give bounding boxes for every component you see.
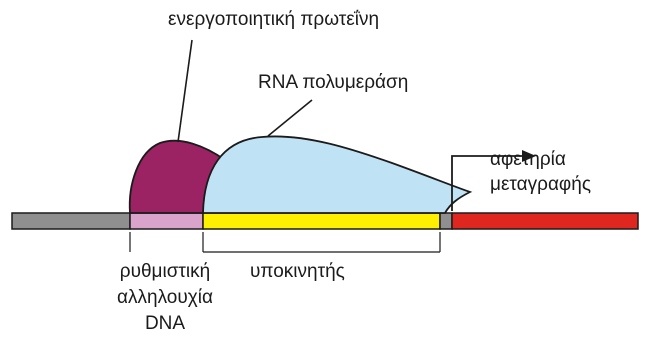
regulatory-sequence-segment [130, 213, 203, 229]
promoter-label: υποκινητής [250, 260, 345, 283]
regulatory-sequence-label-line2: αλληλουχία [100, 286, 230, 309]
regulatory-bracket [130, 232, 203, 252]
regulatory-sequence-label-line3: DNA [100, 312, 230, 335]
activator-protein-label: ενεργοποιητική πρωτεΐνη [168, 8, 379, 31]
promoter-end-gray [440, 213, 452, 229]
dna-left-segment [12, 213, 130, 229]
regulatory-sequence-label-line1: ρυθμιστική [100, 260, 230, 283]
transcription-start-label-line2: μεταγραφής [490, 173, 591, 196]
polymerase-pointer-line [268, 100, 312, 136]
promoter-segment [203, 213, 440, 229]
transcription-start-label-line1: αφετηρία [490, 148, 566, 171]
rna-polymerase-label: RNA πολυμεράση [258, 71, 408, 94]
promoter-bracket [203, 232, 440, 252]
dna-right-segment [452, 213, 638, 229]
activator-pointer-line [178, 40, 192, 142]
rna-polymerase-shape [203, 136, 470, 213]
